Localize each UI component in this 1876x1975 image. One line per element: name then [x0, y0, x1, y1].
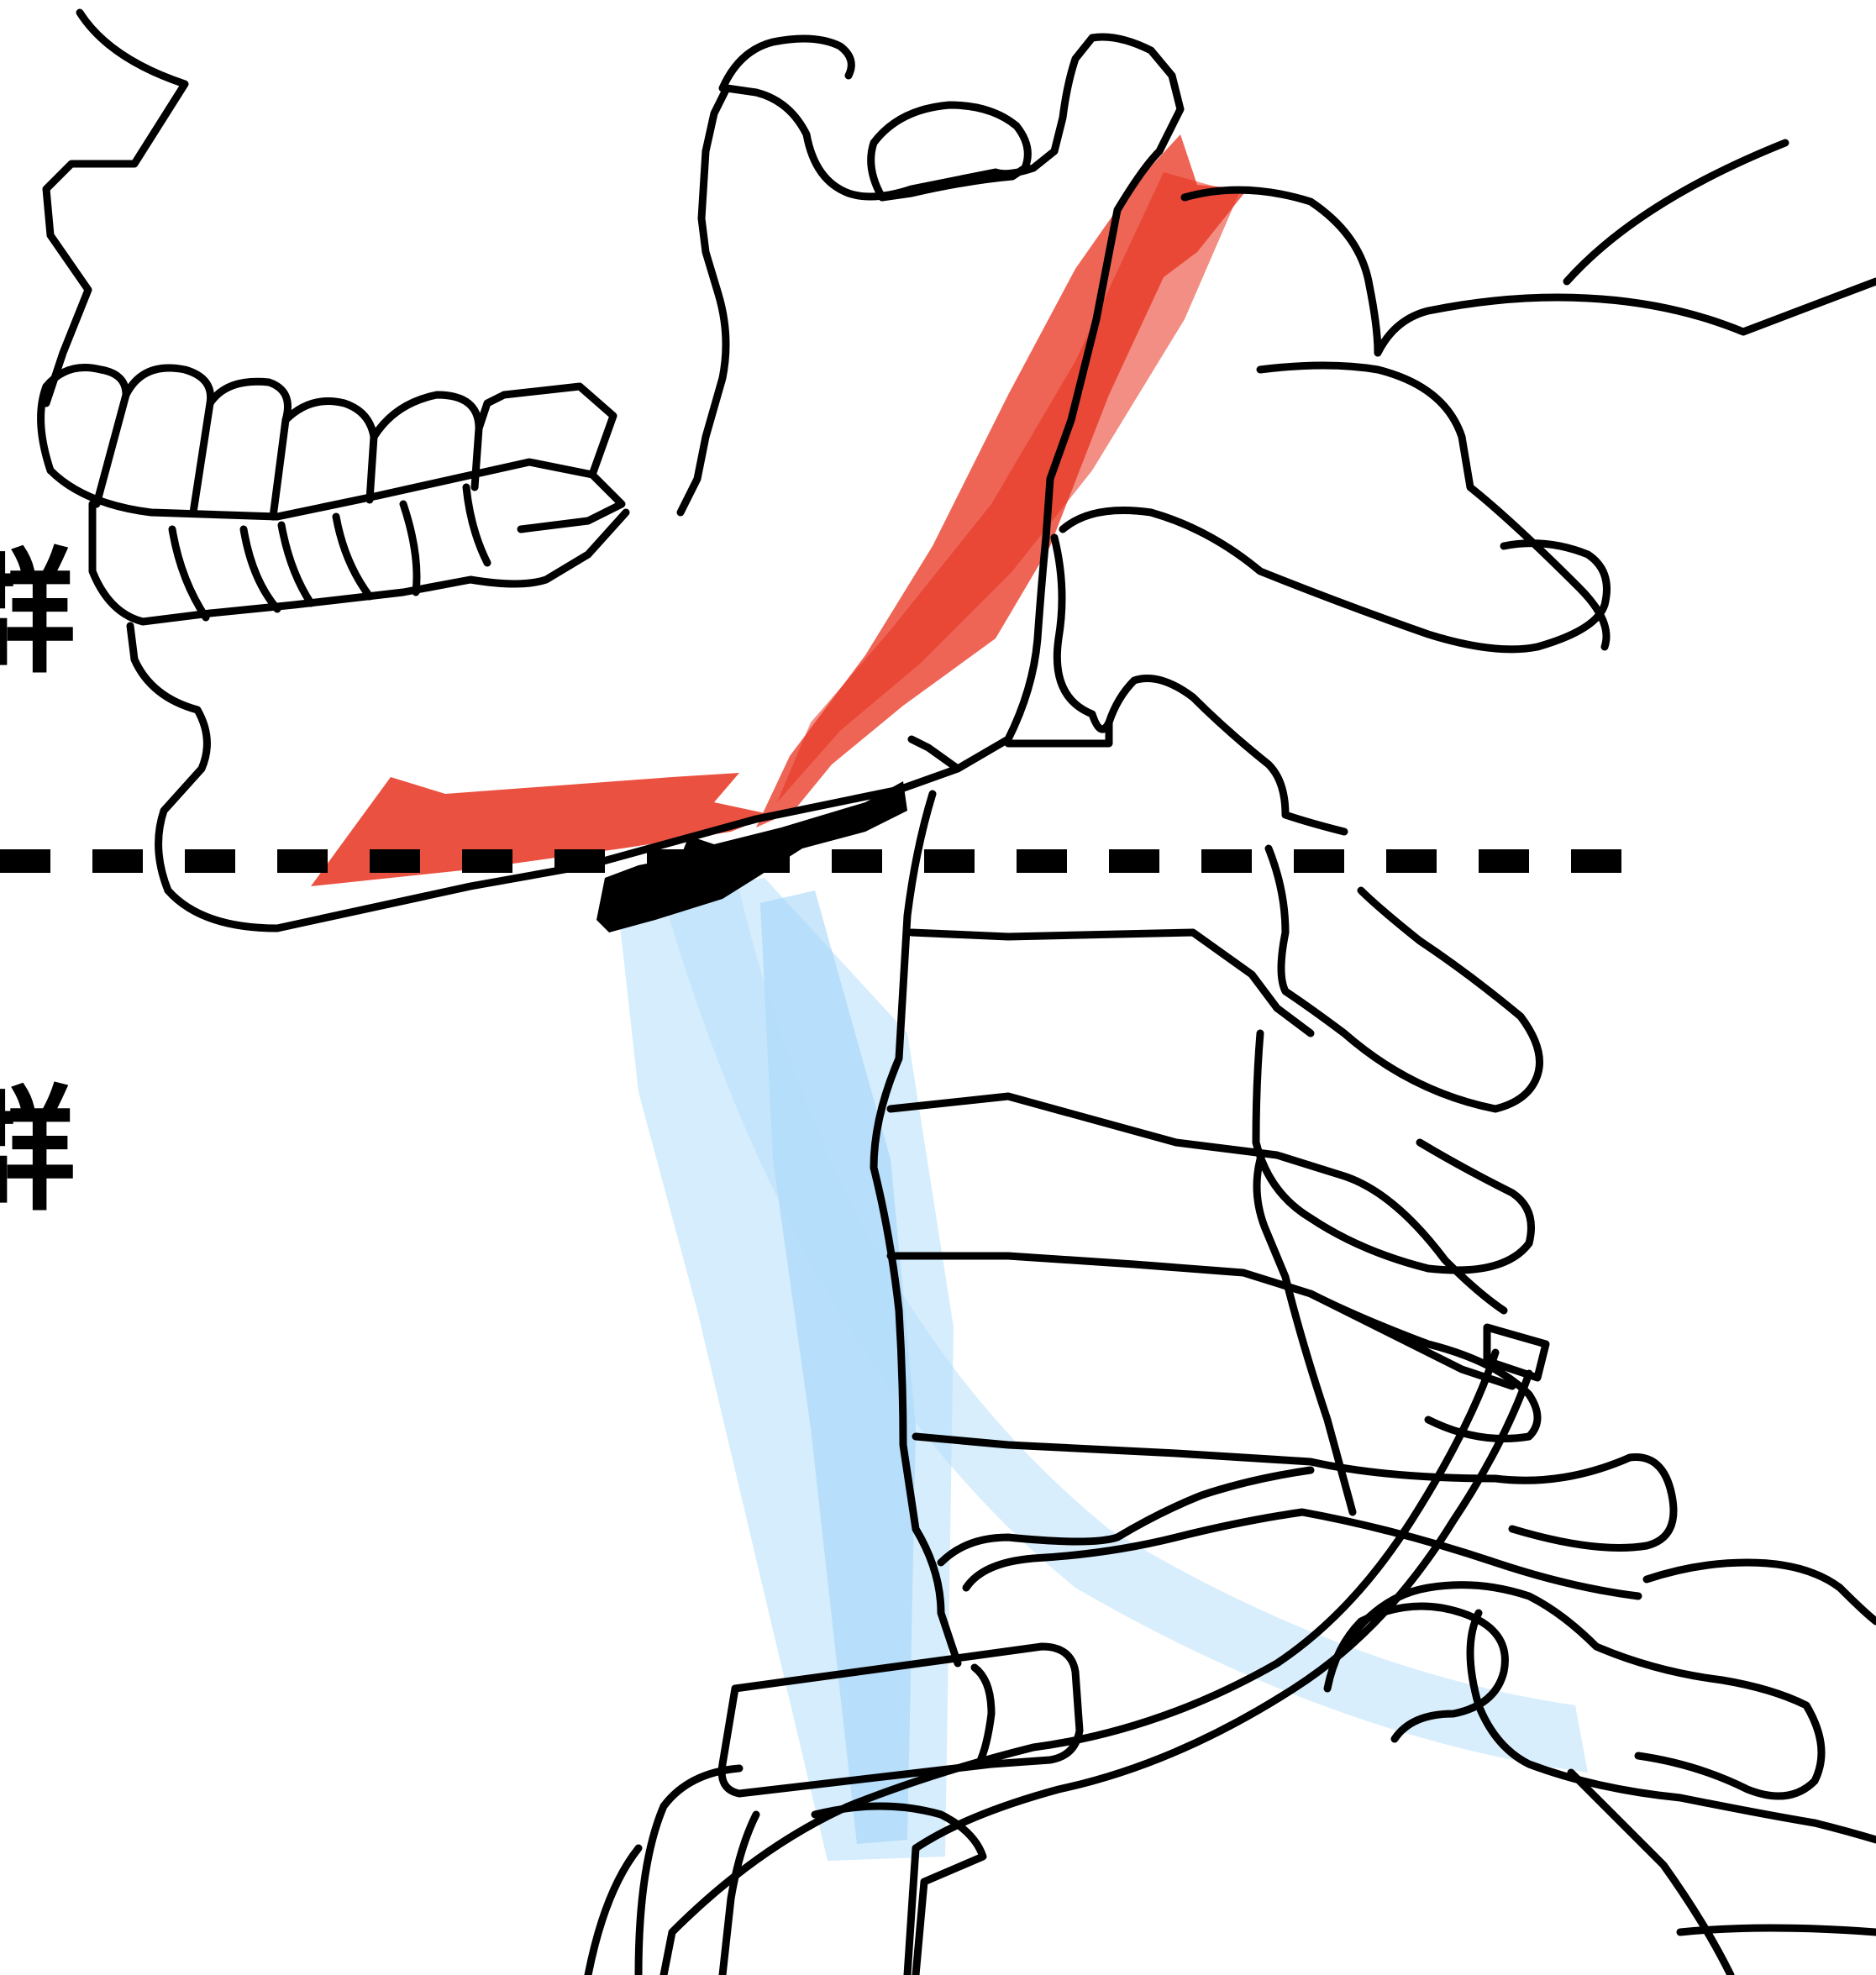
mandible-outline — [130, 626, 958, 928]
occipital-outline — [1378, 281, 1876, 353]
transverse-process-c1 — [1260, 365, 1606, 647]
mandibular-condyle — [871, 105, 1028, 197]
stylohyoid-muscle — [777, 172, 1239, 802]
c4-vertebra — [891, 1096, 1504, 1311]
c2-spinous-process — [1269, 848, 1540, 1109]
skull-upper-outline — [46, 13, 185, 403]
lower-teeth — [92, 504, 626, 622]
occipital-upper-outline — [1567, 143, 1785, 281]
thorax-outline — [588, 1848, 638, 1975]
sternoclavicular-joint — [975, 1668, 991, 1764]
upper-muscle-group-label: 群 — [0, 546, 76, 680]
coronoid-process — [723, 39, 851, 88]
c3-vertebra — [912, 932, 1311, 1033]
skull-outline — [46, 13, 1876, 928]
lower-muscle-group-label: 群 — [0, 1084, 76, 1218]
axis-dens — [1054, 538, 1344, 832]
c5-vertebra — [891, 1256, 1512, 1386]
t1-upper-outline — [1647, 1563, 1876, 1621]
teeth — [41, 368, 626, 622]
occlusal-line — [50, 462, 592, 517]
upper-ribcage-line — [1680, 1928, 1876, 1932]
first-costal-outline — [723, 1815, 756, 1975]
